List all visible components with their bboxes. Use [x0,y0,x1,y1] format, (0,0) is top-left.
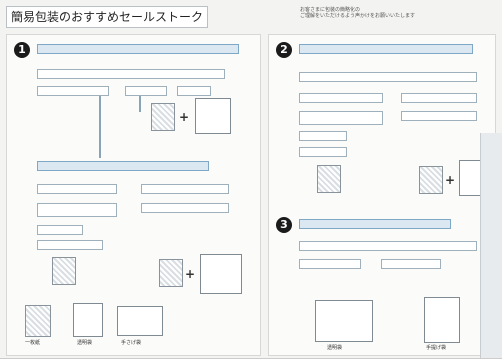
sheet-illustration [419,166,443,194]
bag-illustration [424,297,460,343]
flow-box [299,147,347,157]
flow-box [37,240,103,250]
flow-box [299,72,477,82]
illustration-label: 透明袋 [327,345,343,351]
flow-box [401,111,477,121]
flow-box [299,131,347,141]
section-1-heading-bar [37,44,239,54]
flow-box [141,203,229,213]
flow-box [37,203,117,217]
sheet-illustration [151,103,175,131]
top-note: お客さまに包装の簡略化の ご理解をいただけるよう声かけをお願いいたします [300,7,416,19]
box-illustration [315,300,373,342]
flow-box [299,241,477,251]
box-illustration [117,306,163,336]
bag-illustration [200,254,242,294]
flow-line [99,96,101,158]
flow-box [299,111,383,125]
page-title: 簡易包装のおすすめセールストーク [6,6,209,28]
flow-box [141,184,229,194]
flow-box [125,86,167,96]
bag-illustration [195,98,231,134]
section-number-1: 1 [14,42,30,58]
section-2-heading-bar [299,44,473,54]
flow-box [37,69,225,79]
flow-box [37,86,109,96]
bag-illustration [73,303,103,337]
flow-box [177,86,211,96]
illustration-label: 透明袋 [77,340,93,346]
illustration-label: 手提げ袋 [426,345,447,351]
flow-box [401,93,477,103]
sheet-illustration [159,259,183,287]
plus-icon: + [445,173,456,187]
sheet-illustration [52,257,76,285]
flow-box [299,93,383,103]
illustration-label: 手さげ袋 [121,340,142,346]
panel-2-3: 2 + 3 透明袋 手提げ袋 [268,34,496,356]
sheet-illustration [317,165,341,193]
section-number-2: 2 [276,42,292,58]
flow-box [37,225,83,235]
illustration-label: 一枚紙 [25,340,41,346]
flow-box [299,259,361,269]
section-3-heading-bar [299,219,451,229]
section-number-3: 3 [276,217,292,233]
flow-box [37,184,117,194]
flow-line [139,96,141,112]
section-1-subbar [37,161,209,171]
plus-icon: + [179,110,190,124]
flow-box [381,259,441,269]
sheet-illustration [25,305,51,337]
panel-1: 1 + + 一枚紙 透明袋 手さげ袋 [6,34,261,356]
plus-icon: + [185,267,196,281]
sidebar [480,133,502,359]
